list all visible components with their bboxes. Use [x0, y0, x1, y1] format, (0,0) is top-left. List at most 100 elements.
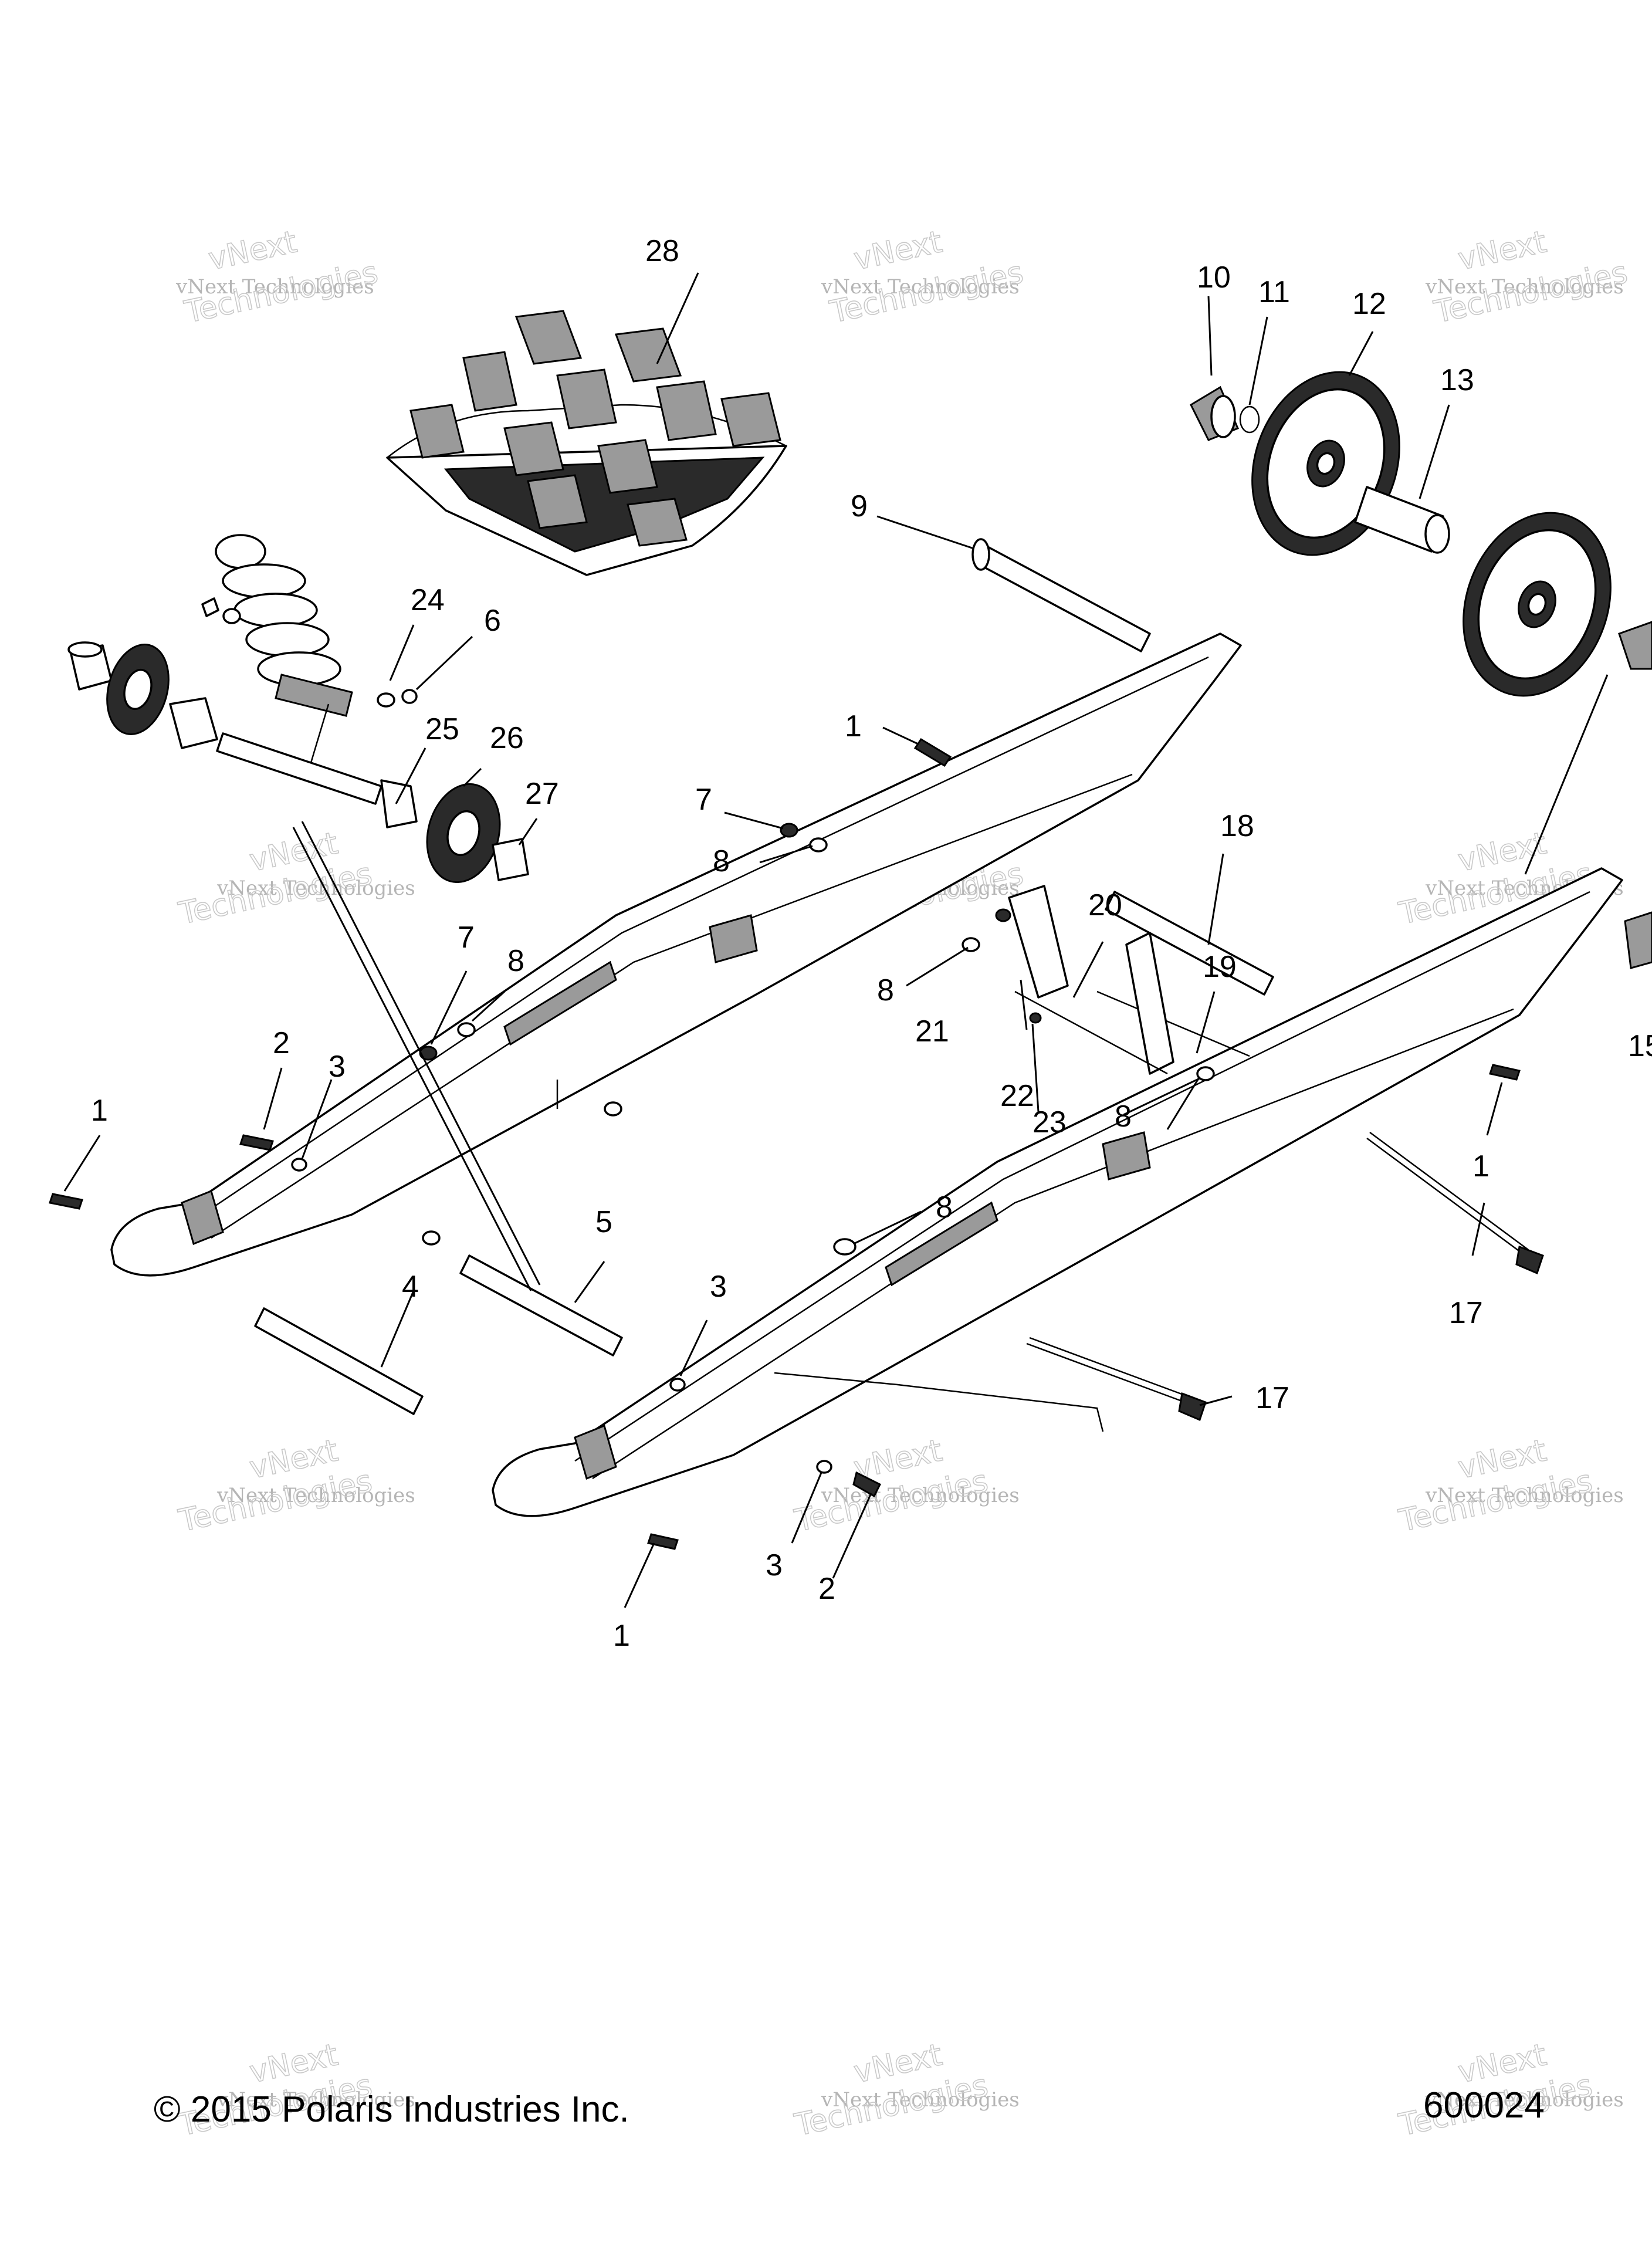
- shock-bushing: [201, 597, 219, 617]
- track-lug: [503, 421, 564, 476]
- callout-28: 28: [645, 234, 679, 268]
- watermark: vNext vNext Technologies Technologies: [175, 1433, 415, 1540]
- svg-text:vNext Technologies: vNext Technologies: [175, 275, 374, 299]
- bolt: [913, 738, 952, 767]
- washer: [1196, 1066, 1215, 1081]
- cross-shaft: [459, 1254, 623, 1356]
- rail-wear-block: [709, 914, 758, 963]
- svg-text:vNext Technologies: vNext Technologies: [1425, 1484, 1624, 1507]
- callout-17: 17: [1255, 1381, 1289, 1415]
- watermark: vNext vNext Technologies Technologies: [791, 1433, 1020, 1540]
- track-lug: [656, 380, 717, 441]
- callout-1: 1: [91, 1094, 108, 1128]
- track-lug: [627, 498, 688, 547]
- track-lug: [597, 439, 658, 494]
- limiter-strap: [774, 1372, 1104, 1432]
- callout-3: 3: [766, 1548, 783, 1582]
- callout-26: 26: [490, 721, 524, 755]
- svg-text:vNext: vNext: [851, 224, 945, 277]
- svg-text:vNext Technologies: vNext Technologies: [821, 1484, 1020, 1507]
- watermark: vNext vNext Technologies Technologies: [821, 224, 1027, 331]
- shock-bushing: [222, 608, 241, 624]
- washer: [401, 689, 418, 704]
- washer: [669, 1378, 686, 1392]
- wheel-axle-spacer: [1354, 486, 1450, 554]
- idler-wheel: [1463, 512, 1612, 697]
- watermark: vNext vNext Technologies Technologies: [1395, 2037, 1624, 2144]
- long-bolt: [1366, 1131, 1544, 1275]
- watermark: vNext vNext Technologies Technologies: [1425, 224, 1631, 331]
- callout-10: 10: [1197, 261, 1231, 295]
- callout-13: 13: [1440, 363, 1474, 397]
- svg-text:vNext: vNext: [1455, 224, 1549, 277]
- callout-21: 21: [915, 1014, 949, 1048]
- svg-text:vNext Technologies: vNext Technologies: [216, 1484, 415, 1507]
- rail-wear-block: [1102, 1131, 1151, 1180]
- washer: [809, 837, 828, 853]
- washer: [833, 1238, 857, 1256]
- rail-end-cap: [1624, 911, 1652, 969]
- callout-9: 9: [851, 489, 868, 523]
- watermark: vNext vNext Technologies Technologies: [175, 224, 381, 331]
- spacer: [380, 779, 418, 828]
- svg-text:vNext Technologies: vNext Technologies: [821, 2088, 1020, 2112]
- callouts: 28 10 11 12 13 9 24 6 1 25 26 27 7 8 18 …: [91, 234, 1652, 1653]
- svg-text:vNext Technologies: vNext Technologies: [1425, 275, 1624, 299]
- callout-3: 3: [329, 1050, 346, 1084]
- bolt: [239, 1134, 274, 1151]
- track-segment: [386, 310, 787, 576]
- copyright-notice: © 2015 Polaris Industries Inc.: [154, 2089, 629, 2130]
- callout-25: 25: [425, 712, 459, 746]
- spacer: [492, 838, 529, 881]
- callout-5: 5: [595, 1205, 612, 1239]
- callout-3: 3: [710, 1270, 727, 1304]
- washer: [457, 1022, 476, 1037]
- wheel-hub-cap: [1190, 385, 1239, 441]
- rear-axle: [971, 538, 1151, 652]
- wheel-hub-cap: [1618, 621, 1652, 670]
- callout-4: 4: [402, 1270, 419, 1304]
- callout-17: 17: [1449, 1296, 1483, 1330]
- callout-1: 1: [1472, 1149, 1489, 1183]
- washer: [816, 1460, 832, 1474]
- idler-wheel: [1251, 371, 1400, 556]
- callout-27: 27: [525, 777, 559, 811]
- callout-8: 8: [1115, 1100, 1132, 1134]
- nut: [780, 823, 798, 838]
- torque-arm-bracket: [1008, 885, 1174, 1075]
- bolt: [647, 1533, 679, 1550]
- slide-rail-left: [110, 632, 1242, 1277]
- callout-1: 1: [613, 1619, 630, 1653]
- callout-2: 2: [273, 1026, 290, 1060]
- idler-wheel-small: [426, 783, 501, 884]
- watermark: vNext vNext Technologies Technologies: [1395, 1433, 1624, 1540]
- washer: [422, 1230, 441, 1246]
- slide-rail-right: [492, 867, 1623, 1517]
- callout-18: 18: [1220, 809, 1254, 843]
- leader-lines: [63, 272, 1609, 1608]
- svg-text:vNext Technologies: vNext Technologies: [1425, 2088, 1624, 2112]
- cross-shaft: [254, 1307, 424, 1415]
- svg-text:vNext Technologies: vNext Technologies: [216, 877, 415, 900]
- washer: [604, 1101, 622, 1117]
- callout-8: 8: [936, 1190, 953, 1224]
- callout-15: 15: [1628, 1029, 1652, 1063]
- callout-11: 11: [1258, 275, 1290, 309]
- callout-20: 20: [1088, 888, 1122, 922]
- cross-shaft: [1105, 891, 1274, 996]
- callout-8: 8: [877, 973, 894, 1007]
- track-lug: [409, 404, 465, 459]
- bolt: [1489, 1064, 1521, 1081]
- nut: [1029, 1012, 1042, 1024]
- wheel-snap-ring: [1239, 405, 1260, 434]
- callout-12: 12: [1352, 287, 1386, 321]
- callout-2: 2: [818, 1572, 835, 1606]
- long-bolt: [1026, 1337, 1207, 1422]
- callout-8: 8: [713, 844, 730, 878]
- spacer: [169, 697, 218, 749]
- track-lug: [720, 392, 781, 447]
- callout-23: 23: [1032, 1105, 1067, 1139]
- bolt: [49, 1193, 83, 1210]
- watermark: vNext vNext Technologies Technologies: [791, 2037, 1020, 2144]
